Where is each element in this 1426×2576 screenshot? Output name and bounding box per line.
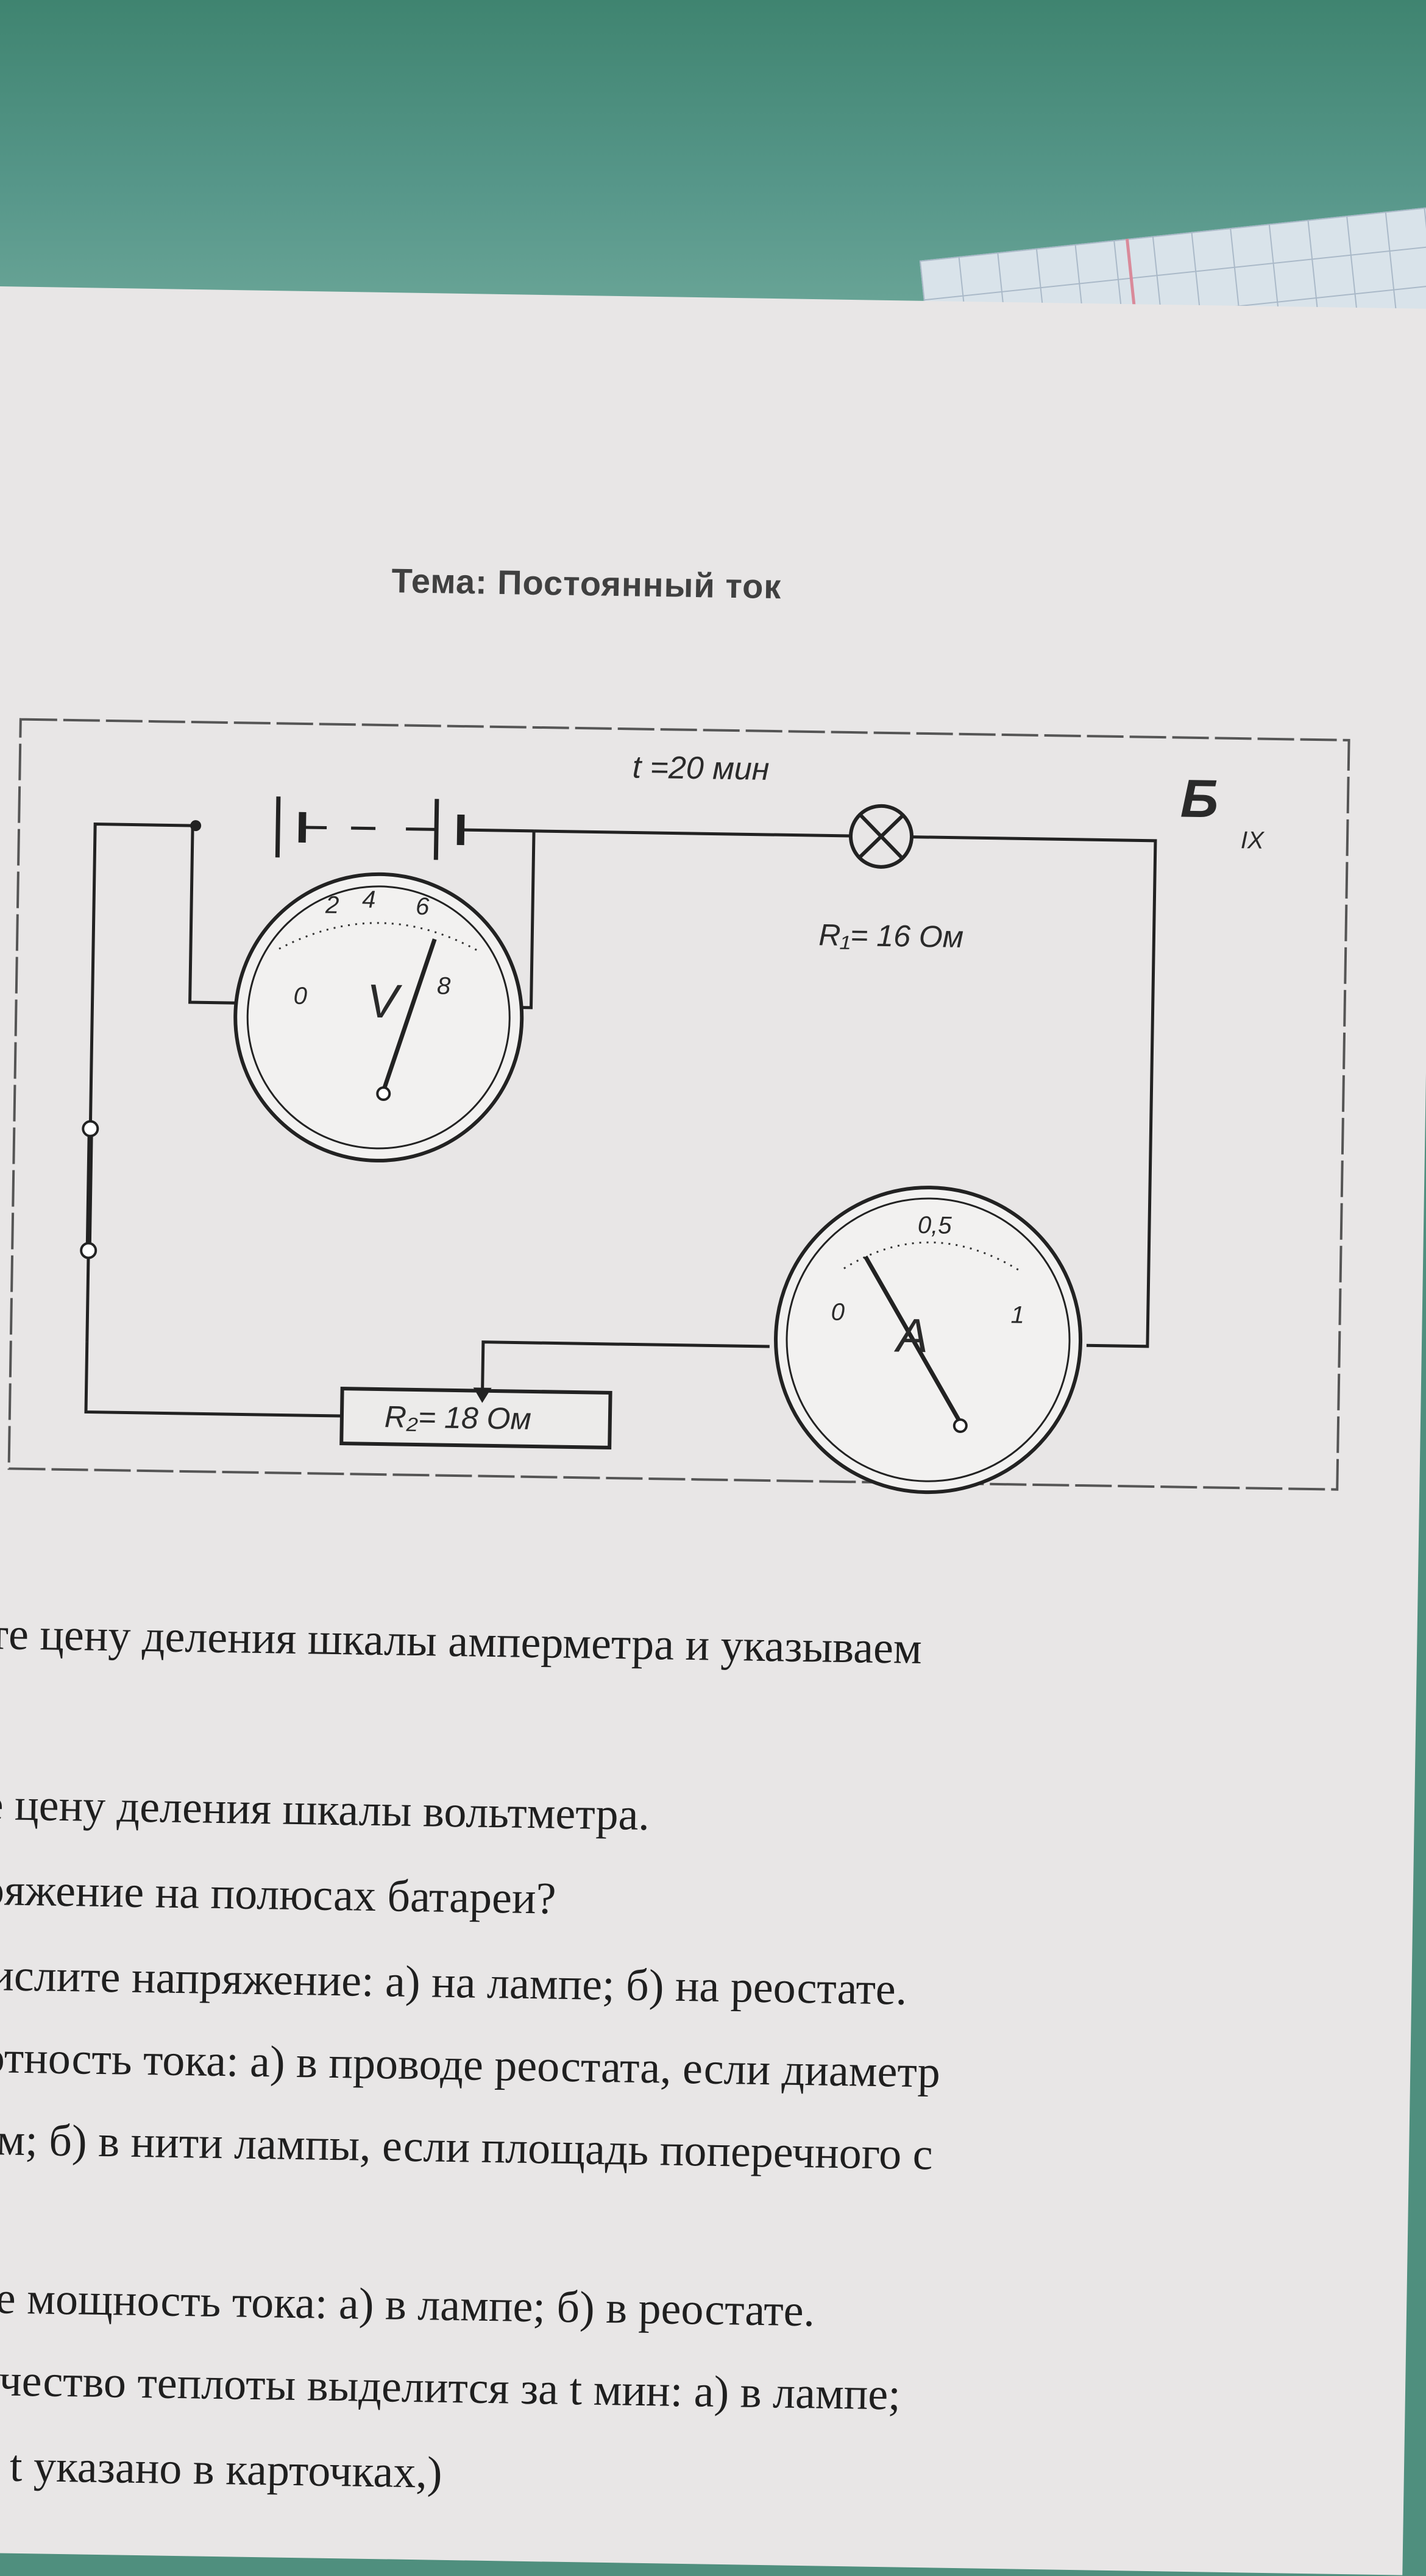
topic-heading: Тема: Постоянный ток	[391, 561, 782, 606]
task-line: айте мощность тока: а) в лампе; б) в рео…	[0, 2272, 815, 2337]
task-line: плотность тока: а) в проводе реостата, е…	[0, 2031, 941, 2098]
lamp-resistance-label: R₁= 16 Ом	[818, 918, 964, 954]
task-list: лите цену деления шкалы амперметра и ука…	[0, 1608, 1426, 2498]
voltmeter-scale-8: 8	[437, 972, 452, 999]
task-line: ите цену деления шкалы вольтметра.	[0, 1778, 650, 1841]
task-line: ычислите напряжение: а) на лампе; б) на …	[0, 1949, 907, 2015]
circuit-diagram: 0 2 4 6 8 V 0 0,5 1 A R₂= 18 Ом	[0, 707, 1358, 1520]
task-line: апряжение на полюсах батареи?	[0, 1864, 557, 1924]
ammeter-scale-0: 0	[831, 1299, 845, 1326]
lamp-icon	[848, 804, 913, 869]
ammeter-scale-1: 1	[1010, 1301, 1024, 1328]
voltmeter-scale-0: 0	[293, 983, 307, 1010]
voltmeter-icon	[233, 872, 524, 1162]
voltmeter-scale-4: 4	[362, 886, 376, 913]
task-line: лите цену деления шкалы амперметра и ука…	[0, 1608, 923, 1674]
voltmeter-scale-6: 6	[416, 893, 430, 920]
rheostat-icon	[339, 1386, 612, 1449]
voltmeter-scale-2: 2	[325, 892, 339, 919]
switch-key	[80, 1120, 99, 1259]
voltmeter-letter: V	[366, 974, 403, 1028]
rheostat-label: R₂= 18 Ом	[384, 1399, 531, 1436]
task-line: оличество теплоты выделится за t мин: а)…	[0, 2354, 901, 2420]
variant-roman: IX	[1241, 827, 1265, 854]
ammeter-icon	[774, 1186, 1083, 1495]
task-line: емя t указано в карточках,)	[0, 2440, 443, 2498]
variant-letter: Б	[1180, 768, 1219, 829]
battery	[275, 796, 534, 860]
ammeter-letter: A	[893, 1308, 928, 1362]
circuit-svg: 0 2 4 6 8 V 0 0,5 1 A R₂= 18 Ом	[7, 718, 1350, 1495]
diagram-frame	[7, 718, 1350, 1491]
time-label: t =20 мин	[632, 749, 770, 787]
junction-dot	[190, 820, 202, 832]
worksheet: Тема: Постоянный ток	[0, 286, 1426, 2575]
ammeter-scale-05: 0,5	[918, 1212, 952, 1239]
task-line: 8 мм; б) в нити лампы, если площадь попе…	[0, 2114, 934, 2180]
